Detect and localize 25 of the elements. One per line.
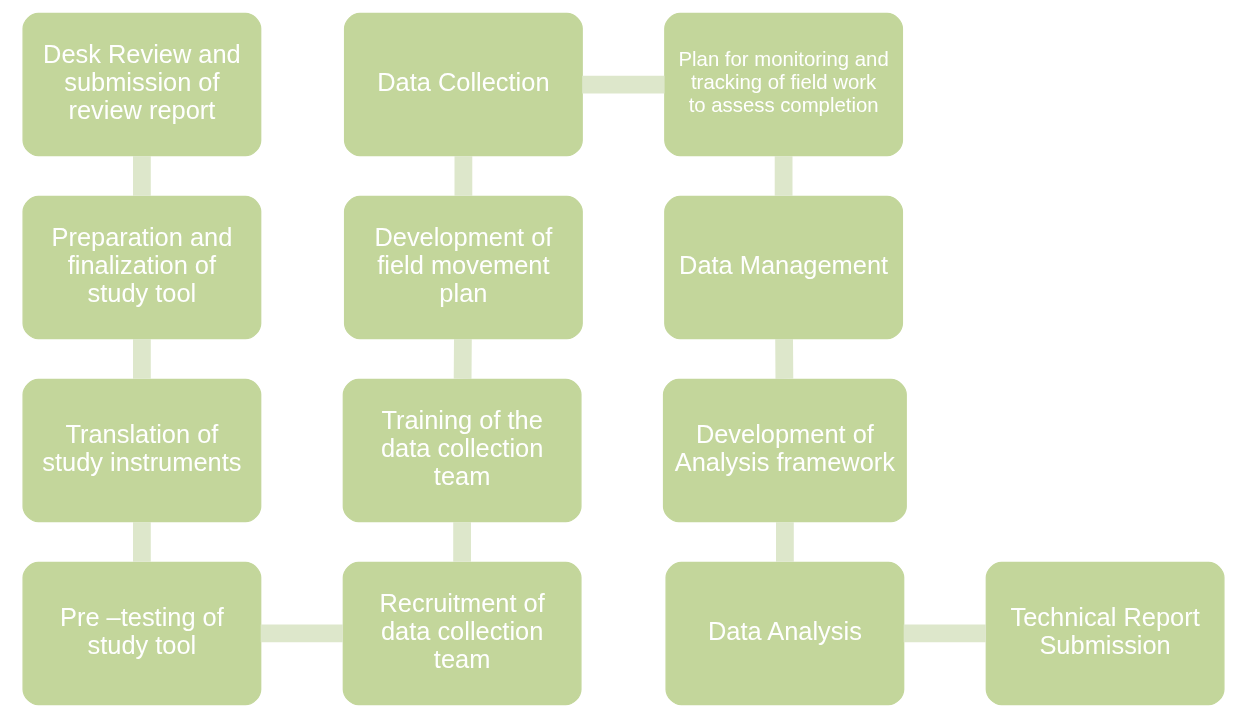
connector [581,75,664,94]
connector [774,339,793,379]
node-box: Data Collection [343,12,583,157]
node-box: Data Management [663,195,903,340]
connector [903,624,986,643]
node-box: Data Analysis [664,561,904,706]
connector [132,522,151,562]
connector [454,156,472,196]
node-box: Translation of study instruments [21,378,261,523]
connector [774,156,792,196]
connector [132,339,151,379]
connector [775,522,794,562]
connector [132,156,151,196]
node-box: Plan for monitoring and tracking of field work to assess completion [663,12,903,157]
node-box: Desk Review and submission of review report [21,12,261,157]
node-box: Recruitment of data collection team [342,561,582,706]
connector [260,624,343,643]
node-box: Pre –testing of study tool [21,561,261,706]
node-box: Development of field movement plan [343,195,583,340]
node-box: Training of the data collection team [342,378,582,523]
node-box: Technical Report Submission [985,561,1225,706]
connector [453,339,472,379]
node-box: Preparation and finalization of study tool [21,195,261,340]
connector [452,522,471,562]
node-box: Development of Analysis framework [662,378,907,523]
